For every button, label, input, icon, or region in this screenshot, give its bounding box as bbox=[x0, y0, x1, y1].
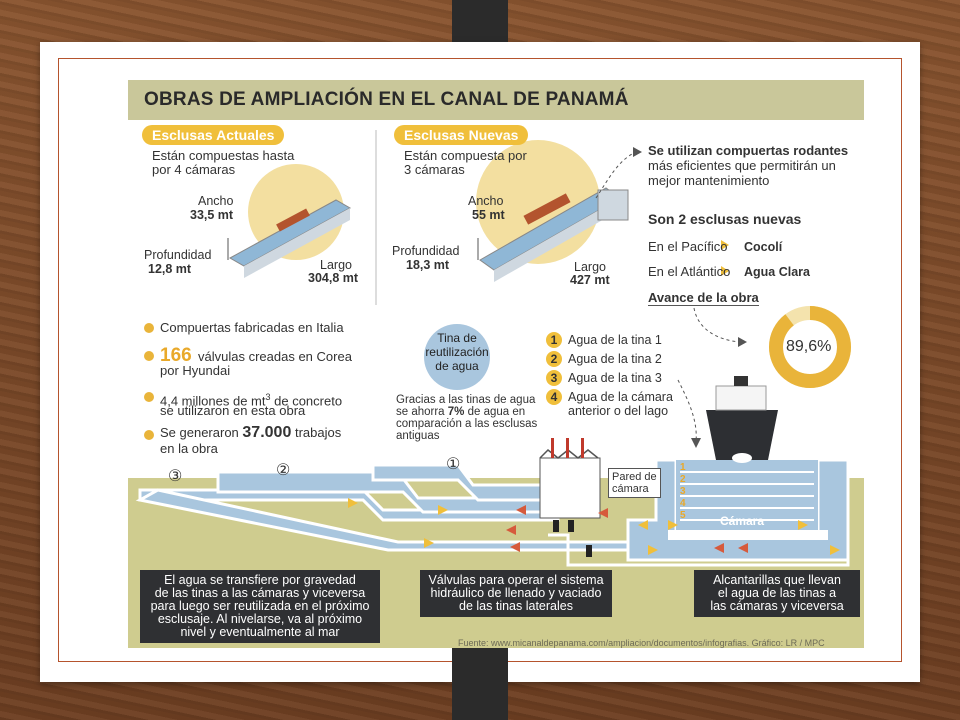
tina-text-2a: se ahorra bbox=[396, 406, 448, 418]
caption-1-line-3: para luego ser reutilizada en el próximo bbox=[150, 599, 370, 613]
atlantico-value: Agua Clara bbox=[744, 265, 810, 279]
tina-line-1: Tina de bbox=[437, 331, 477, 345]
actuales-desc-1: Están compuestas hasta bbox=[152, 148, 295, 163]
legend-num-3: 3 bbox=[546, 370, 562, 386]
esclusas-heading: Son 2 esclusas nuevas bbox=[648, 211, 802, 227]
tina-text-3: comparación a las esclusas bbox=[396, 418, 538, 430]
level-4: 4 bbox=[680, 498, 686, 509]
fact-3-sup: 3 bbox=[265, 392, 271, 402]
level-2: 2 bbox=[680, 474, 686, 485]
caption-2-line-1: Válvulas para operar el sistema bbox=[428, 573, 604, 587]
fact-4-text: Se generaron bbox=[160, 425, 243, 440]
caption-3-line-3: las cámaras y viceversa bbox=[710, 599, 844, 613]
caption-valvulas: Válvulas para operar el sistema hidráuli… bbox=[420, 570, 612, 617]
caption-2-line-3: de las tinas laterales bbox=[459, 599, 573, 613]
fact-2a: válvulas creadas en Corea bbox=[198, 349, 352, 364]
level-1: 1 bbox=[680, 462, 686, 473]
legend-text-4b: anterior o del lago bbox=[568, 404, 669, 418]
caption-1-line-1: El agua se transfiere por gravedad bbox=[164, 573, 356, 587]
fact-1: Compuertas fabricadas en Italia bbox=[160, 320, 344, 335]
nuevas-largo-value: 427 mt bbox=[570, 273, 610, 287]
caption-1-line-5: nivel y eventualmente al mar bbox=[180, 625, 340, 639]
actuales-desc-2: por 4 cámaras bbox=[152, 162, 236, 177]
caption-gravedad: El agua se transfiere por gravedad de la… bbox=[140, 570, 380, 643]
legend-text-1: Agua de la tina 1 bbox=[568, 333, 662, 347]
marker-3: ③ bbox=[168, 468, 183, 485]
page-title: OBRAS DE AMPLIACIÓN EN EL CANAL DE PANAM… bbox=[144, 89, 629, 110]
pacifico-label: En el Pacífico bbox=[648, 239, 728, 254]
tina-line-2: reutilización bbox=[425, 345, 489, 359]
bullet-dot bbox=[144, 392, 154, 402]
actuales-profundidad-value: 12,8 mt bbox=[148, 262, 192, 276]
legend-num-2: 2 bbox=[546, 351, 562, 367]
nuevas-profundidad-label: Profundidad bbox=[392, 244, 460, 258]
legend-num-4: 4 bbox=[546, 389, 562, 405]
avance-value: 89,6% bbox=[786, 338, 832, 355]
actuales-largo-label: Largo bbox=[320, 258, 352, 272]
caption-1-line-4: esclusaje. Al nivelarse, va al próximo bbox=[157, 612, 363, 626]
infographic: OBRAS DE AMPLIACIÓN EN EL CANAL DE PANAM… bbox=[128, 80, 864, 648]
nuevas-desc-2: 3 cámaras bbox=[404, 162, 465, 177]
nuevas-largo-label: Largo bbox=[574, 260, 606, 274]
fact-4-number: 37.000 bbox=[242, 424, 292, 441]
title-bar bbox=[128, 80, 864, 120]
fact-4-text-b: trabajos bbox=[291, 425, 342, 440]
pared-line-1: Pared de bbox=[612, 471, 657, 483]
fact-4c: en la obra bbox=[160, 441, 218, 456]
caption-alcantarillas: Alcantarillas que llevan el agua de las … bbox=[694, 570, 860, 617]
tina-text-1: Gracias a las tinas de agua bbox=[396, 394, 536, 406]
tina-text-2b: 7% bbox=[447, 406, 465, 418]
tina-text-2: se ahorra 7% de agua en bbox=[396, 406, 525, 418]
legend-text-3: Agua de la tina 3 bbox=[568, 371, 662, 385]
bullet-dot bbox=[144, 323, 154, 333]
caption-3-line-2: el agua de las tinas a bbox=[717, 586, 837, 600]
actuales-pill: Esclusas Actuales bbox=[142, 125, 285, 145]
tina-line-3: de agua bbox=[435, 359, 479, 373]
nuevas-ancho-label: Ancho bbox=[468, 194, 504, 208]
progress-donut bbox=[769, 306, 851, 388]
fact-2-number: 166 bbox=[160, 345, 192, 366]
bottom-strap bbox=[452, 644, 508, 720]
camara-label: Cámara bbox=[720, 514, 765, 528]
legend-text-4a: Agua de la cámara bbox=[568, 390, 673, 404]
tina-circle: Tina de reutilización de agua bbox=[424, 324, 490, 390]
tina-text-2c: de agua en bbox=[464, 406, 526, 418]
nuevas-ancho-value: 55 mt bbox=[472, 208, 505, 222]
level-5: 5 bbox=[680, 510, 686, 521]
actuales-largo-value: 304,8 mt bbox=[308, 271, 359, 285]
actuales-ancho-value: 33,5 mt bbox=[190, 208, 234, 222]
pacifico-value: Cocolí bbox=[744, 240, 783, 254]
fact-3a: 4,4 millones de mt3 de concreto bbox=[160, 390, 342, 408]
caption-1-line-2: de las tinas a las cámaras y viceversa bbox=[154, 586, 366, 600]
source-credit: Fuente: www.micanaldepanama.com/ampliaci… bbox=[458, 638, 825, 648]
fact-2b: por Hyundai bbox=[160, 363, 231, 378]
fact-3-text: 4,4 millones de mt bbox=[160, 393, 266, 409]
tina-text-4: antiguas bbox=[396, 430, 440, 442]
fact-3-text-b: de concreto bbox=[270, 393, 343, 409]
legend-text-2: Agua de la tina 2 bbox=[568, 352, 662, 366]
pared-line-2: cámara bbox=[612, 483, 649, 495]
atlantico-label: En el Atlántico bbox=[648, 264, 731, 279]
legend-num-1: 1 bbox=[546, 332, 562, 348]
marker-1: ① bbox=[446, 456, 461, 473]
avance-label: Avance de la obra bbox=[648, 290, 759, 306]
nuevas-desc-1: Están compuesta por bbox=[404, 148, 527, 163]
bullet-dot bbox=[144, 430, 154, 440]
caption-2-line-2: hidráulico de llenado y vaciado bbox=[430, 586, 602, 600]
actuales-profundidad-label: Profundidad bbox=[144, 248, 212, 262]
fact-3c: se utilizaron en esta obra bbox=[160, 403, 306, 418]
compuertas-line-1: Se utilizan compuertas rodantes bbox=[648, 143, 849, 158]
caption-3-line-1: Alcantarillas que llevan bbox=[713, 573, 841, 587]
fact-4a: Se generaron 37.000 trabajos bbox=[160, 424, 342, 441]
compuertas-line-2: más eficientes que permitirán un bbox=[648, 158, 836, 173]
nuevas-profundidad-value: 18,3 mt bbox=[406, 258, 450, 272]
actuales-ancho-label: Ancho bbox=[198, 194, 234, 208]
compuertas-line-3: mejor mantenimiento bbox=[648, 173, 770, 188]
nuevas-pill: Esclusas Nuevas bbox=[394, 125, 529, 145]
marker-2: ② bbox=[276, 462, 291, 479]
level-3: 3 bbox=[680, 486, 686, 497]
bullet-dot bbox=[144, 351, 154, 361]
